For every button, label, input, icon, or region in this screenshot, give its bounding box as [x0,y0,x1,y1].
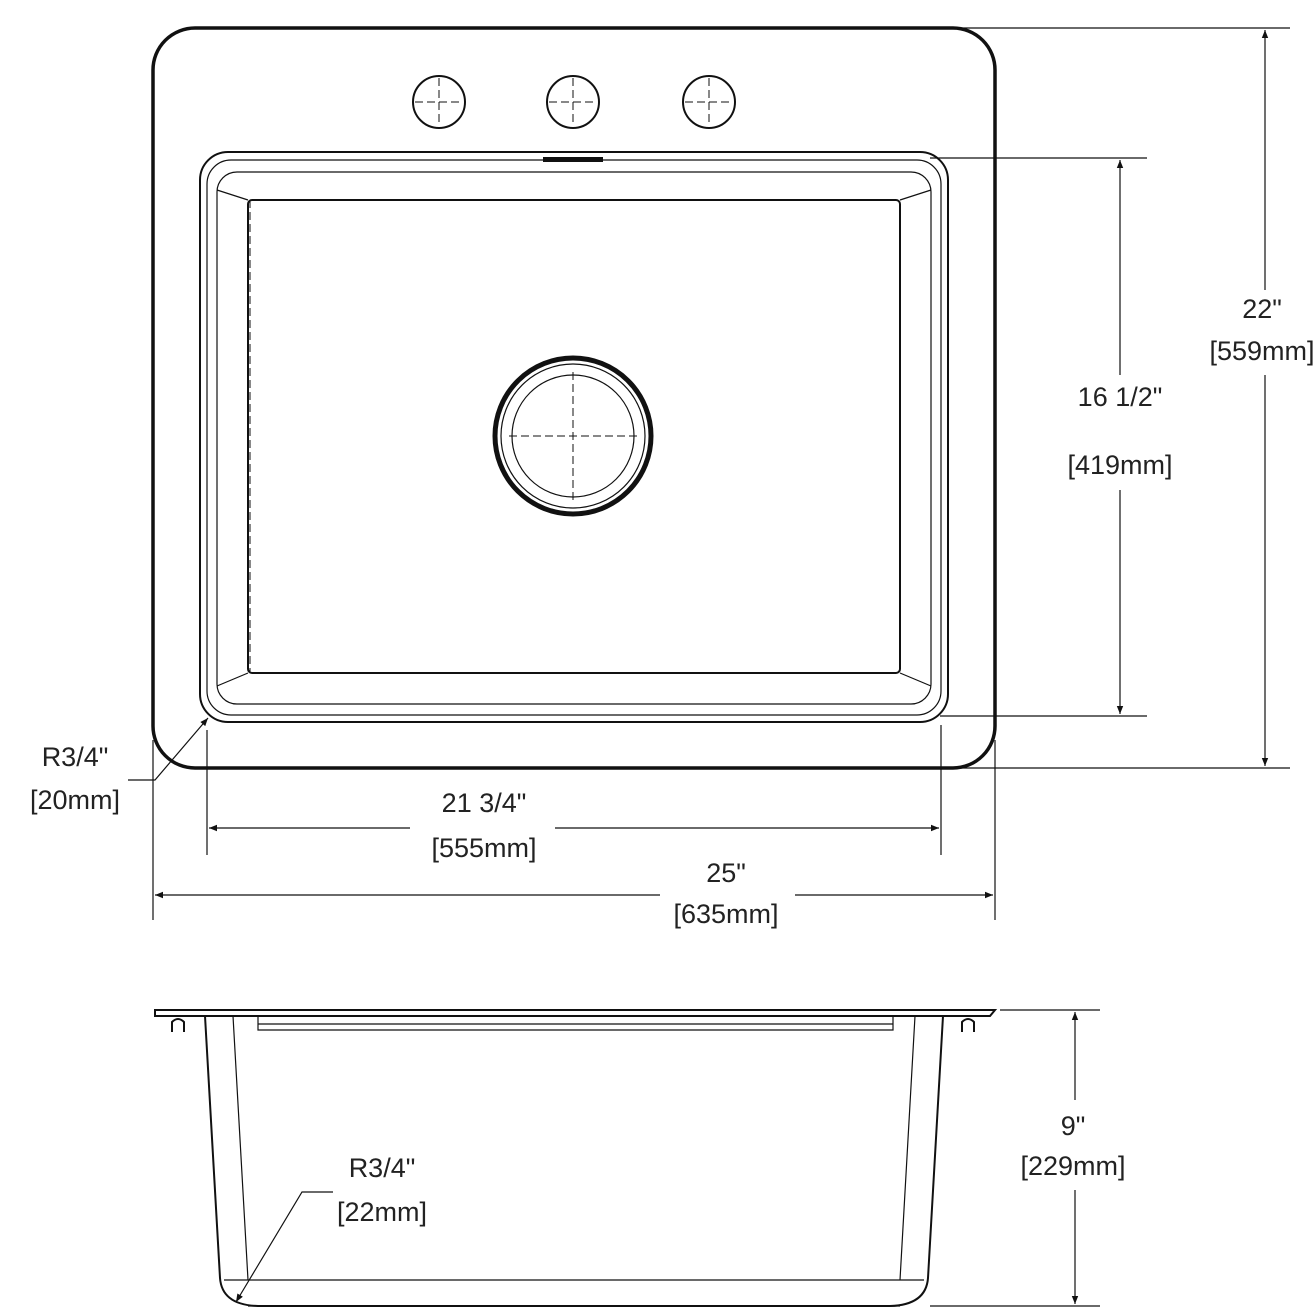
faucet-hole [412,75,466,129]
dim-label: R3/4" [349,1153,416,1183]
dimension-corner-radius-side: R3/4" [22mm] [235,1153,427,1303]
sink-deck-outline [151,26,997,770]
bowl [199,151,949,723]
dimension-depth: 9" [229mm] [930,1009,1126,1307]
dim-label: [559mm] [1209,336,1314,366]
dim-label: 9" [1061,1111,1086,1141]
dim-label: R3/4" [42,742,109,772]
dim-label: 16 1/2" [1078,382,1163,412]
dim-label: 25" [706,858,746,888]
dim-label: 22" [1242,294,1282,324]
faucet-hole [682,75,736,129]
dimension-overall-height: 22" [559mm] [950,27,1314,769]
mounting-clip [171,1018,185,1032]
dim-label: [22mm] [337,1197,427,1227]
side-view: 9" [229mm] R3/4" [22mm] [154,1009,1126,1307]
dim-label: [635mm] [673,899,778,929]
drain [492,355,654,517]
dimension-overall-width: 25" [635mm] [152,740,996,929]
sink-flange [154,1009,998,1017]
dim-label: [555mm] [431,833,536,863]
dim-label: [20mm] [30,785,120,815]
faucet-hole [546,75,600,129]
faucet-holes [412,75,736,129]
dim-label: [229mm] [1020,1151,1125,1181]
mounting-clip [961,1018,975,1032]
dimension-corner-radius-top: R3/4" [20mm] [30,717,209,815]
dimension-bowl-width: 21 3/4" [555mm] [206,725,942,863]
top-view: 22" [559mm] 16 1/2" [419mm] 21 3/4" [555… [30,26,1314,929]
dimension-bowl-length: 16 1/2" [419mm] [930,157,1173,717]
dim-label: [419mm] [1067,450,1172,480]
dim-label: 21 3/4" [442,788,527,818]
